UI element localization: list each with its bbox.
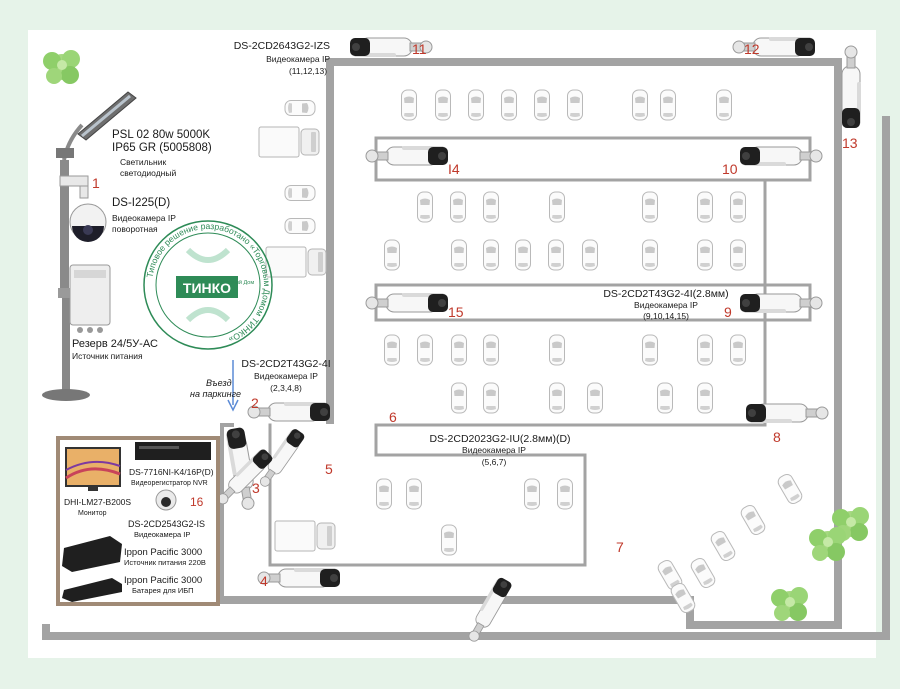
stamp-brand: ТИНКО: [183, 280, 231, 296]
group-9-10-14-15-model: DS-2CD2T43G2-4I(2.8мм): [603, 288, 728, 300]
ups-type: Источник питания 220В: [124, 558, 206, 567]
group-11-12-13-type: Видеокамера IP: [266, 54, 330, 64]
camera-number-11: 11: [412, 41, 427, 57]
battery-type: Батарея для ИБП: [132, 586, 194, 595]
group-9-10-14-15-ids: (9,10,14,15): [643, 311, 689, 321]
street-lamp: [42, 91, 137, 401]
group-5-6-7-ids: (5,6,7): [482, 457, 507, 467]
entrance-arrow: [227, 360, 239, 412]
dome-camera-type: Видеокамера IP: [134, 530, 190, 539]
camera-number-9: 9: [724, 304, 732, 320]
monitor-model: DHI-LM27-B200S: [64, 497, 131, 507]
ptz-camera-icon: [59, 175, 107, 242]
entrance-label-1: Въезд: [206, 378, 232, 388]
lamp-type-2: светодиодный: [120, 168, 176, 178]
camera-number-13: 13: [842, 135, 858, 151]
nvr-model: DS-7716NI-K4/16P(D): [129, 467, 214, 477]
ptz-camera-model: DS-I225(D): [112, 197, 170, 209]
camera-number-8: 8: [773, 429, 781, 445]
camera-number-5: 5: [325, 461, 333, 477]
power-supply-box-icon: [69, 264, 111, 333]
dome-camera-model: DS-2CD2543G2-IS: [128, 519, 205, 529]
camera-numbers: 2 3 4 5 6 7 8 9 10 11 12 13 I4 15: [251, 41, 858, 589]
power-box-model: Резерв 24/5У-АС: [72, 338, 158, 350]
lamp-type-1: Светильник: [120, 157, 166, 167]
ptz-camera-type-1: Видеокамера IP: [112, 213, 176, 223]
group-5-6-7-model: DS-2CD2023G2-IU(2.8мм)(D): [429, 433, 570, 445]
battery-model: Ippon Pacific 3000: [124, 575, 202, 586]
power-box-type: Источник питания: [72, 351, 143, 361]
camera-number-14: I4: [448, 161, 460, 177]
ups-model: Ippon Pacific 3000: [124, 547, 202, 558]
group-11-12-13-ids: (11,12,13): [289, 66, 327, 76]
entrance-label-2: на паркинге: [190, 389, 241, 399]
group-2-3-4-8-type: Видеокамера IP: [254, 371, 318, 381]
group-2-3-4-8-ids: (2,3,4,8): [270, 383, 302, 393]
group-5-6-7-type: Видеокамера IP: [462, 445, 526, 455]
camera-number-10: 10: [722, 161, 738, 177]
group-9-10-14-15-type: Видеокамера IP: [634, 300, 698, 310]
lamp-model: PSL 02 80w 5000K: [112, 129, 210, 141]
stamp-brand-small: Торговый Дом: [218, 279, 254, 286]
camera-number-2: 2: [251, 395, 259, 411]
lamp-spec: IP65 GR (5005808): [112, 142, 212, 154]
camera-number-3: 3: [252, 480, 260, 496]
camera-number-12: 12: [744, 41, 760, 57]
group-2-3-4-8-model: DS-2CD2T43G2-4I: [241, 358, 330, 370]
ptz-camera-type-2: поворотная: [112, 224, 158, 234]
camera-number-6: 6: [389, 409, 397, 425]
server-room: [56, 436, 220, 606]
monitor-type: Монитор: [78, 510, 107, 517]
group-11-12-13-model: DS-2CD2643G2-IZS: [234, 40, 330, 52]
nvr-type: Видеорегистратор NVR: [131, 480, 208, 487]
camera-number-7: 7: [616, 539, 624, 555]
ptz-camera-number: 1: [92, 175, 100, 191]
camera-number-4: 4: [260, 573, 268, 589]
dome-camera-number: 16: [190, 495, 204, 509]
camera-number-15: 15: [448, 304, 464, 320]
